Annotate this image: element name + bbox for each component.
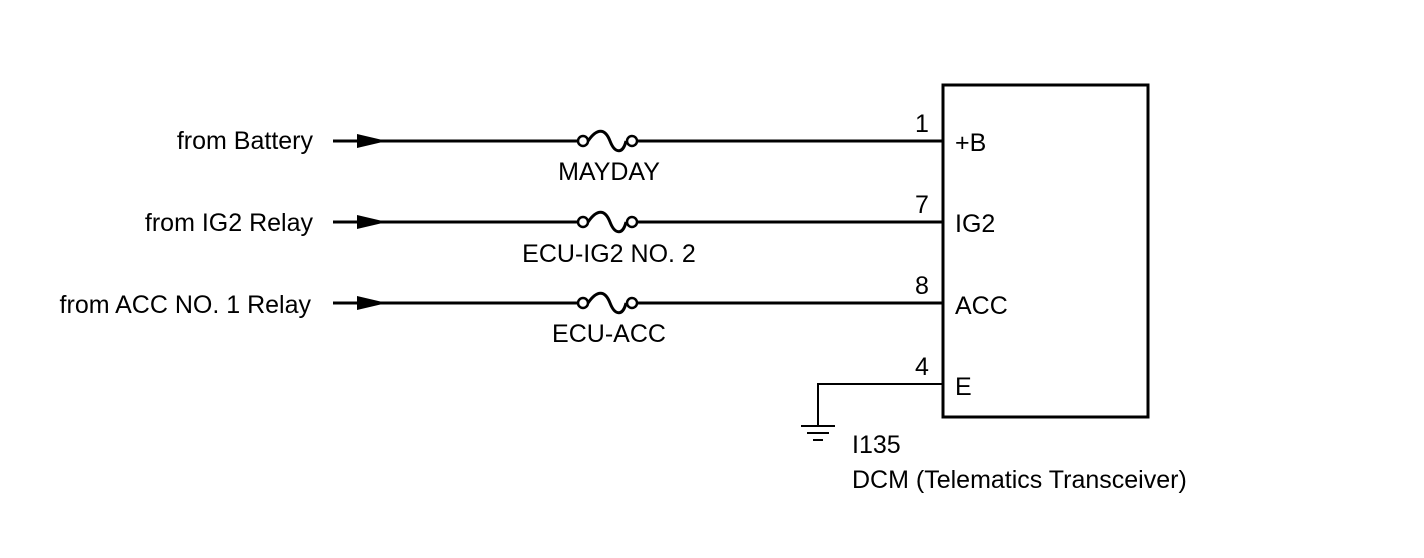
pin-number: 1: [915, 110, 929, 138]
circuit-row-ground: 4 E: [801, 353, 972, 441]
input-arrow-icon: [357, 296, 387, 310]
pin-number: 4: [915, 353, 929, 381]
pin-number: 8: [915, 272, 929, 300]
circuit-row-battery: from Battery MAYDAY 1 +B: [177, 110, 986, 186]
fuse-label: ECU-IG2 NO. 2: [522, 240, 696, 268]
fuse-label: ECU-ACC: [552, 320, 666, 348]
fuse-label: MAYDAY: [558, 158, 660, 186]
source-label: from IG2 Relay: [145, 209, 314, 237]
source-label: from ACC NO. 1 Relay: [60, 291, 312, 319]
source-label: from Battery: [177, 127, 314, 155]
fuse-icon: [576, 210, 639, 234]
fuse-icon: [576, 291, 639, 315]
fuse-icon: [576, 129, 639, 153]
component-name: DCM (Telematics Transceiver): [852, 466, 1187, 494]
ground-icon: [801, 425, 835, 441]
pin-number: 7: [915, 191, 929, 219]
component-code: I135: [852, 431, 901, 459]
circuit-row-acc: from ACC NO. 1 Relay ECU-ACC 8 ACC: [60, 272, 1008, 348]
dcm-component-box: [941, 83, 1150, 419]
terminal-label: ACC: [955, 292, 1008, 320]
input-arrow-icon: [357, 134, 387, 148]
input-arrow-icon: [357, 215, 387, 229]
terminal-label: +B: [955, 129, 986, 157]
circuit-row-ig2: from IG2 Relay ECU-IG2 NO. 2 7 IG2: [145, 191, 995, 268]
terminal-label: E: [955, 373, 972, 401]
terminal-label: IG2: [955, 210, 995, 238]
